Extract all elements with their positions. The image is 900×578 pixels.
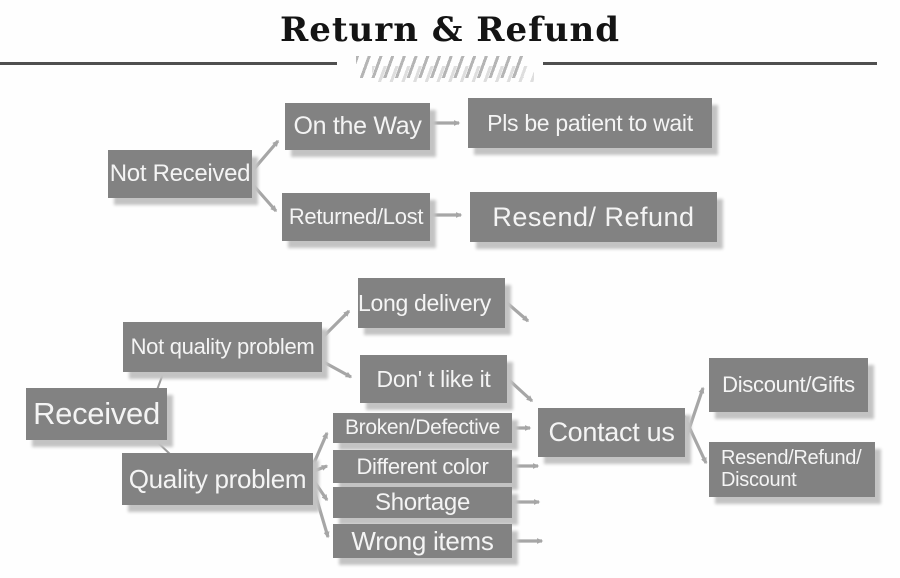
node-not-received: Not Received bbox=[108, 150, 252, 198]
node-pls-be-patient: Pls be patient to wait bbox=[468, 98, 712, 148]
node-discount-gifts: Discount/Gifts bbox=[709, 358, 868, 412]
node-resend-refund: Resend/ Refund bbox=[470, 192, 717, 242]
arrow-nqp-to-long-delivery bbox=[322, 309, 351, 338]
arrow-qp-to-broken-defective bbox=[312, 431, 329, 464]
node-resend-refund-discount-line2: Discount bbox=[721, 468, 797, 491]
node-quality-problem: Quality problem bbox=[122, 453, 313, 505]
arrow-long-delivery-out bbox=[504, 300, 530, 323]
arrow-nqp-to-dont-like-it bbox=[319, 358, 353, 379]
arrow-contact-us-to-discount-gifts bbox=[682, 386, 705, 445]
arrow-qp-to-shortage bbox=[312, 480, 329, 502]
arrow-contact-us-to-resend-refund-discount bbox=[682, 415, 708, 465]
node-on-the-way: On the Way bbox=[285, 103, 430, 150]
line-received-to-not-quality-problem bbox=[156, 370, 165, 391]
node-received: Received bbox=[26, 388, 167, 440]
title-rule-left bbox=[0, 62, 337, 65]
node-long-delivery: Long delivery bbox=[358, 278, 505, 328]
hatch-decoration-light bbox=[372, 66, 534, 82]
title-rule-right bbox=[543, 62, 877, 65]
arrow-not-received-to-on-the-way bbox=[252, 139, 280, 171]
arrow-qp-to-different-color bbox=[313, 464, 329, 473]
node-dont-like-it: Don' t like it bbox=[360, 355, 507, 403]
arrow-not-received-to-returned-lost bbox=[252, 184, 278, 213]
node-shortage: Shortage bbox=[333, 487, 512, 518]
arrow-qp-to-wrong-items bbox=[312, 489, 330, 539]
node-not-quality-problem: Not quality problem bbox=[123, 322, 322, 372]
node-resend-refund-discount: Resend/Refund/ Discount bbox=[709, 442, 875, 497]
node-different-color: Different color bbox=[333, 450, 512, 483]
node-wrong-items: Wrong items bbox=[333, 524, 512, 558]
page-title: Return & Refund bbox=[279, 10, 621, 50]
node-broken-defective: Broken/Defective bbox=[333, 413, 512, 443]
node-resend-refund-discount-line1: Resend/Refund/ bbox=[721, 446, 862, 469]
arrow-dont-like-it-to-contact-us bbox=[507, 378, 534, 403]
node-contact-us: Contact us bbox=[538, 408, 685, 457]
node-returned-lost: Returned/Lost bbox=[282, 193, 430, 241]
